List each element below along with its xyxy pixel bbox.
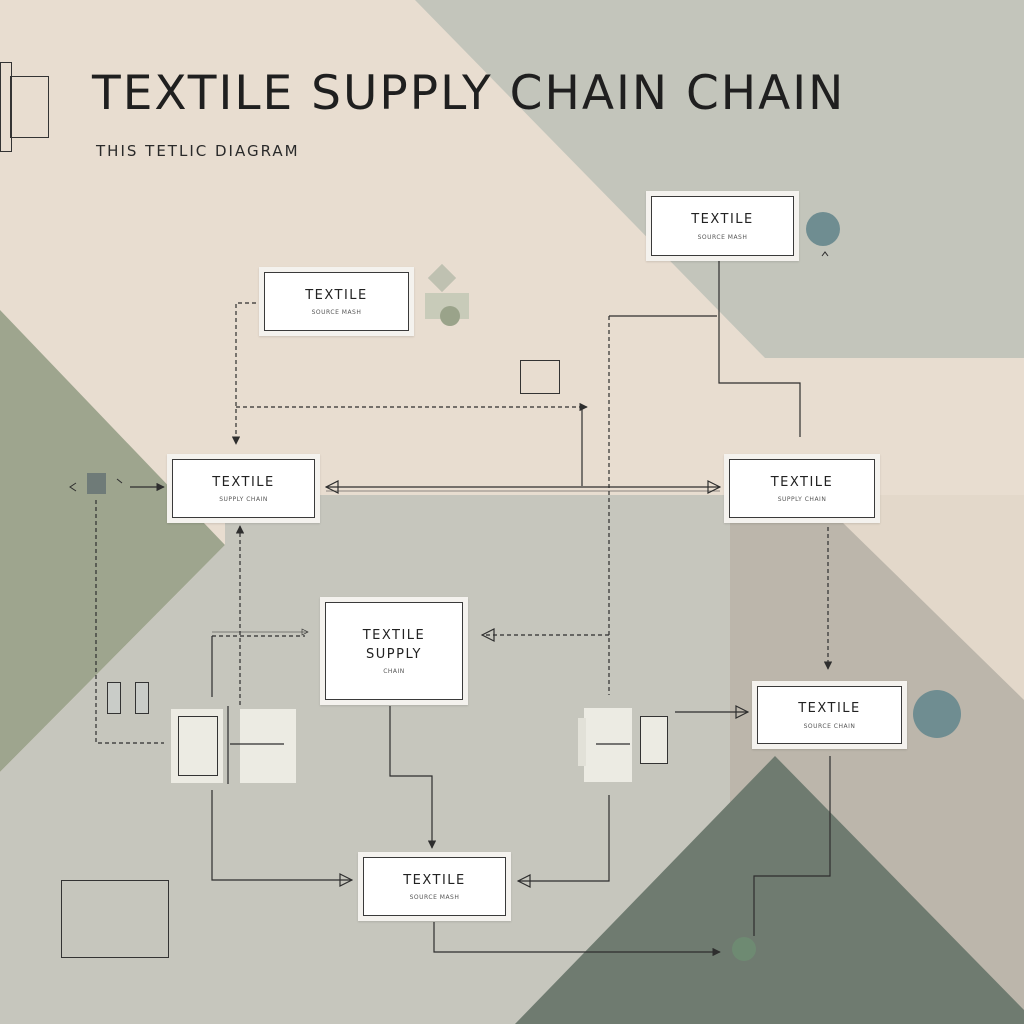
node-top-left[interactable]: TEXTILE SOURCE MASH (259, 267, 414, 336)
node-sublabel: SOURCE MASH (409, 894, 460, 902)
node-label: TEXTILE SUPPLY (362, 627, 426, 662)
node-sublabel: SUPPLY CHAIN (219, 496, 268, 504)
page-title: TEXTILE SUPPLY CHAIN CHAIN (92, 66, 846, 121)
green-dot-icon (732, 937, 756, 961)
node-top-right[interactable]: TEXTILE SOURCE MASH (646, 191, 799, 261)
teal-circle-icon (913, 690, 961, 738)
corner-frame-icon (10, 76, 49, 138)
outline-square-icon (520, 360, 560, 394)
node-sublabel: SOURCE MASH (311, 309, 362, 317)
node-mid-left[interactable]: TEXTILE SUPPLY CHAIN (167, 454, 320, 523)
panel-block-icon (178, 716, 218, 776)
node-label: TEXTILE (691, 212, 754, 228)
teal-circle-icon (806, 212, 840, 246)
corner-frame-icon (0, 62, 12, 152)
small-bar-icon (135, 682, 149, 714)
node-label: TEXTILE (212, 474, 275, 490)
panel-block-icon (584, 708, 632, 782)
node-label: TEXTILE (770, 474, 834, 490)
olive-dot-icon (440, 306, 460, 326)
node-sublabel: SOURCE CHAIN (803, 722, 856, 730)
node-mid-right[interactable]: TEXTILE SUPPLY CHAIN (724, 454, 880, 523)
panel-block-icon (578, 718, 586, 766)
node-sublabel: SUPPLY CHAIN (777, 496, 827, 504)
outline-rect-icon (61, 880, 169, 958)
page-subtitle: THIS TETLIC DIAGRAM (96, 142, 300, 160)
node-label: TEXTILE (305, 287, 368, 303)
grey-square-icon (87, 473, 106, 494)
node-sublabel: CHAIN (383, 668, 405, 676)
panel-block-icon (640, 716, 668, 764)
node-bottom[interactable]: TEXTILE SOURCE MASH (358, 852, 511, 921)
node-label: TEXTILE (798, 701, 861, 717)
node-label: TEXTILE (403, 872, 466, 888)
node-center[interactable]: TEXTILE SUPPLY CHAIN (320, 597, 468, 705)
node-sublabel: SOURCE MASH (697, 233, 748, 241)
small-bar-icon (107, 682, 121, 714)
node-right-lower[interactable]: TEXTILE SOURCE CHAIN (752, 681, 907, 749)
panel-block-icon (240, 709, 296, 783)
